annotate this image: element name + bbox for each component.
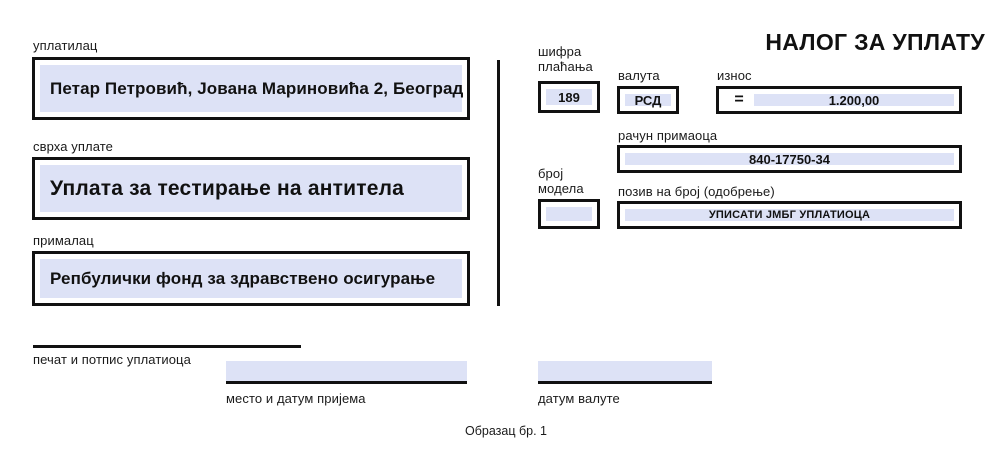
payment-code-field-fill: 189 xyxy=(546,89,592,105)
currency-field[interactable]: РСД xyxy=(617,86,679,114)
payment-code-label-line2: плаћања xyxy=(538,59,593,74)
value-date-rule xyxy=(538,381,712,384)
payer-value: Петар Петровић, Јована Мариновића 2, Бео… xyxy=(50,78,464,98)
model-number-field[interactable] xyxy=(538,199,600,229)
payer-signature-label: печат и потпис уплатиоца xyxy=(33,352,191,367)
recipient-value: Репбулички фонд за здравствено осигурање xyxy=(50,268,436,288)
payer-signature-rule xyxy=(33,345,301,348)
form-number-note: Образац бр. 1 xyxy=(465,424,547,438)
place-and-date-of-receipt-rule xyxy=(226,381,467,384)
currency-label: валута xyxy=(618,68,660,83)
currency-value: РСД xyxy=(634,92,662,108)
payment-code-field[interactable]: 189 xyxy=(538,81,600,113)
amount-equals-sign: = xyxy=(724,91,754,108)
value-date-field[interactable] xyxy=(538,361,712,381)
reference-number-value: УПИСАТИ ЈМБГ УПЛАТИОЦА xyxy=(708,209,871,221)
payer-label: уплатилац xyxy=(33,38,98,53)
place-and-date-of-receipt-label: место и датум пријема xyxy=(226,391,366,406)
purpose-label: сврха уплате xyxy=(33,139,113,154)
reference-number-field-fill: УПИСАТИ ЈМБГ УПЛАТИОЦА xyxy=(625,209,954,221)
recipient-field-fill: Репбулички фонд за здравствено осигурање xyxy=(40,259,462,298)
amount-label: износ xyxy=(717,68,752,83)
page-title: НАЛОГ ЗА УПЛАТУ xyxy=(765,29,985,55)
purpose-field-fill: Уплата за тестирање на антитела xyxy=(40,165,462,212)
amount-value: 1.200,00 xyxy=(828,92,880,108)
model-number-label-line2: модела xyxy=(538,181,584,196)
reference-number-field[interactable]: УПИСАТИ ЈМБГ УПЛАТИОЦА xyxy=(617,201,962,229)
amount-field-fill: 1.200,00 xyxy=(754,92,954,108)
reference-number-label: позив на број (одобрење) xyxy=(618,184,775,199)
payment-code-value: 189 xyxy=(558,89,580,105)
payer-field-fill: Петар Петровић, Јована Мариновића 2, Бео… xyxy=(40,65,464,112)
payer-field[interactable]: Петар Петровић, Јована Мариновића 2, Бео… xyxy=(32,57,470,120)
currency-field-fill: РСД xyxy=(625,92,671,108)
purpose-value: Уплата за тестирање на антитела xyxy=(50,176,404,200)
amount-field[interactable]: = 1.200,00 xyxy=(716,86,962,114)
recipient-field[interactable]: Репбулички фонд за здравствено осигурање xyxy=(32,251,470,306)
recipient-label: прималац xyxy=(33,233,94,248)
section-divider xyxy=(497,60,500,306)
recipient-account-label: рачун примаоца xyxy=(618,128,718,143)
place-and-date-of-receipt-field[interactable] xyxy=(226,361,467,381)
recipient-account-field-fill: 840-17750-34 xyxy=(625,151,954,167)
model-number-field-fill xyxy=(546,207,592,221)
recipient-account-field[interactable]: 840-17750-34 xyxy=(617,145,962,173)
value-date-label: датум валуте xyxy=(538,391,620,406)
payment-code-label-line1: шифра xyxy=(538,44,582,59)
recipient-account-value: 840-17750-34 xyxy=(749,151,830,167)
purpose-field[interactable]: Уплата за тестирање на антитела xyxy=(32,157,470,220)
model-number-label-line1: број xyxy=(538,166,564,181)
